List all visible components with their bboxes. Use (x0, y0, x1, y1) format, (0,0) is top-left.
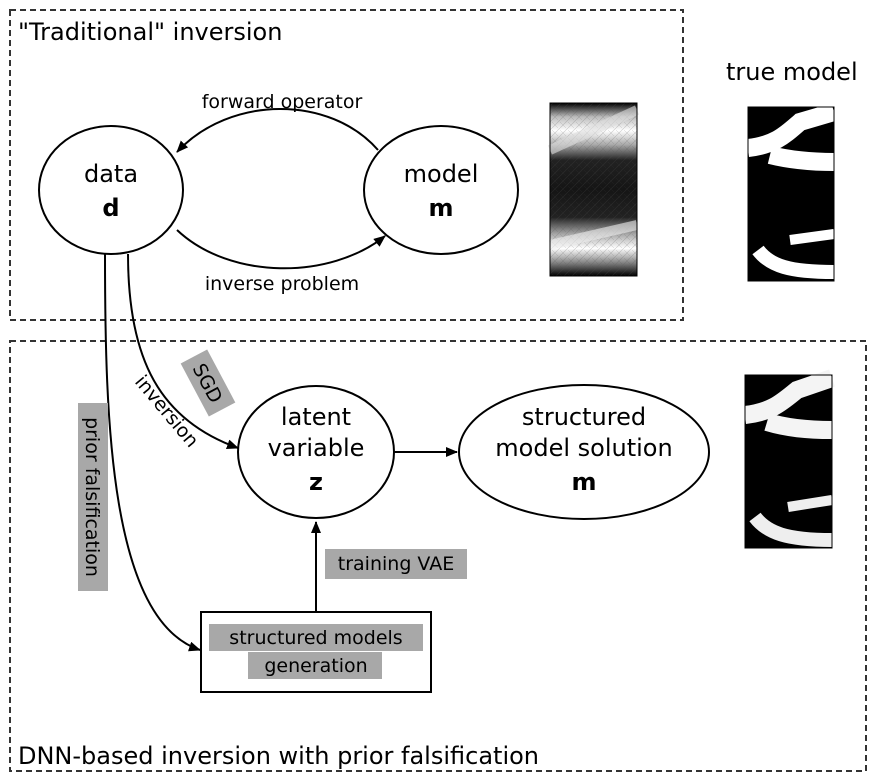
inversion-arrow (127, 253, 239, 449)
dnn-panel-title: DNN-based inversion with prior falsifica… (18, 742, 539, 770)
structured-solution-node (458, 384, 710, 520)
true-model-image (746, 103, 837, 282)
dnn-solution-image (743, 369, 835, 549)
true-model-title: true model (726, 58, 858, 86)
latent-node-symbol: z (309, 468, 323, 496)
solution-node-line1: structured (522, 403, 646, 431)
model-node (363, 125, 519, 255)
sgd-tag: SGD (180, 349, 236, 417)
training-vae-label: training VAE (338, 553, 454, 575)
traditional-inversion-image (547, 102, 640, 277)
data-node-label: data (84, 160, 138, 188)
training-vae-tag (325, 549, 467, 579)
prior-falsification-arrow (104, 253, 201, 652)
solution-node-symbol: m (571, 468, 596, 496)
traditional-panel-title: "Traditional" inversion (18, 18, 282, 46)
inverse-problem-arrow (176, 229, 386, 270)
inverse-problem-label: inverse problem (205, 273, 359, 295)
generation-tag-line2 (248, 652, 382, 679)
data-node (38, 125, 184, 255)
generation-tag-line1 (209, 624, 423, 651)
model-node-symbol: m (428, 194, 453, 222)
latent-node-line2: variable (268, 434, 365, 462)
solution-node-line2: model solution (495, 434, 672, 462)
model-node-label: model (404, 160, 479, 188)
dnn-panel (9, 340, 867, 772)
traditional-panel (9, 9, 684, 321)
forward-operator-label: forward operator (202, 91, 363, 113)
latent-node-line1: latent (281, 403, 351, 431)
data-node-symbol: d (102, 194, 119, 222)
prior-falsification-tag: prior falsification (78, 403, 108, 591)
generation-box-line1: structured models (229, 627, 402, 649)
forward-operator-arrow (176, 108, 379, 153)
generation-box-line2: generation (264, 655, 367, 677)
prior-falsification-label: prior falsification (81, 417, 103, 577)
